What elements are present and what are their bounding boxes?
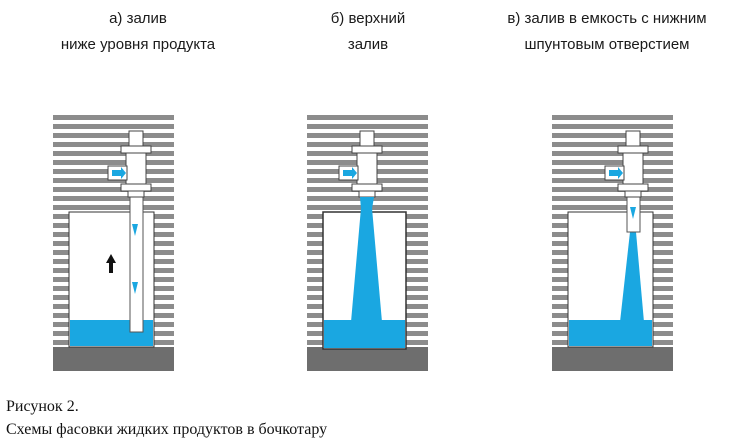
valve-bottom-flange xyxy=(617,183,649,192)
panel-a-rising-level-arrow xyxy=(106,254,116,273)
background-stripe xyxy=(53,196,174,201)
panel-a-fill-pipe xyxy=(129,195,144,333)
panel-b xyxy=(307,115,428,371)
panel-c-liquid-jet xyxy=(620,232,644,322)
valve-collar xyxy=(624,190,642,198)
panel-c-valve-head xyxy=(604,130,649,198)
heading-b-line1: б) верхний xyxy=(330,10,406,27)
valve-collar xyxy=(127,190,145,198)
valve-body xyxy=(356,152,378,186)
valve-top-flange xyxy=(120,145,152,154)
background-stripe xyxy=(552,205,673,210)
inlet-flow-arrow-icon xyxy=(343,167,357,179)
inlet-flow-arrow-icon xyxy=(609,167,623,179)
figure-caption-title: Схемы фасовки жидких продуктов в бочкота… xyxy=(6,421,328,438)
panel-c xyxy=(552,115,673,371)
panel-b-liquid-jet xyxy=(351,208,382,322)
panel-a-floor xyxy=(53,347,174,371)
heading-b-line2: залив xyxy=(347,36,389,53)
valve-collar xyxy=(358,190,376,198)
background-stripe xyxy=(53,187,174,192)
background-stripe xyxy=(53,151,174,156)
background-stripe xyxy=(552,124,673,129)
background-stripe xyxy=(53,124,174,129)
background-stripe xyxy=(552,133,673,138)
valve-stem xyxy=(359,130,375,148)
valve-stem xyxy=(128,130,144,148)
background-stripe xyxy=(307,115,428,120)
panel-a-valve-head xyxy=(107,130,152,198)
background-stripe xyxy=(552,160,673,165)
panel-b-nozzle xyxy=(360,197,374,209)
panel-a xyxy=(53,115,174,371)
background-stripe xyxy=(552,196,673,201)
panel-c-flow-arrow xyxy=(630,207,636,219)
panel-a-flow-arrow-1 xyxy=(132,224,138,236)
panel-a-flow-arrow-2 xyxy=(132,282,138,294)
background-stripe xyxy=(53,142,174,147)
heading-c: в) залив в емкость с нижним шпунтовым от… xyxy=(478,6,736,58)
valve-bottom-flange xyxy=(120,183,152,192)
panel-c-liquid xyxy=(569,320,652,346)
background-stripe xyxy=(53,160,174,165)
figure-caption-number: Рисунок 2. xyxy=(6,398,79,415)
valve-top-flange xyxy=(351,145,383,154)
valve-bottom-flange xyxy=(351,183,383,192)
heading-c-line2: шпунтовым отверстием xyxy=(524,36,690,53)
valve-body xyxy=(125,152,147,186)
heading-a-line2: ниже уровня продукта xyxy=(60,36,216,53)
heading-a-line1: а) залив xyxy=(109,10,167,27)
panel-b-liquid xyxy=(324,320,405,348)
valve-body xyxy=(622,152,644,186)
background-stripe xyxy=(552,142,673,147)
heading-a: а) залив ниже уровня продукта xyxy=(18,6,258,58)
panel-b-valve-head xyxy=(338,130,383,198)
background-stripe xyxy=(552,115,673,120)
background-stripe xyxy=(53,205,174,210)
panel-c-floor xyxy=(552,347,673,371)
background-stripe xyxy=(552,187,673,192)
heading-b: б) верхний залив xyxy=(268,6,468,58)
background-stripe xyxy=(53,115,174,120)
panel-b-floor xyxy=(307,347,428,371)
background-stripe xyxy=(53,133,174,138)
valve-stem xyxy=(625,130,641,148)
inlet-flow-arrow-icon xyxy=(112,167,126,179)
valve-top-flange xyxy=(617,145,649,154)
heading-c-line1: в) залив в емкость с нижним xyxy=(507,10,707,27)
background-stripe xyxy=(307,124,428,129)
background-stripe xyxy=(552,151,673,156)
